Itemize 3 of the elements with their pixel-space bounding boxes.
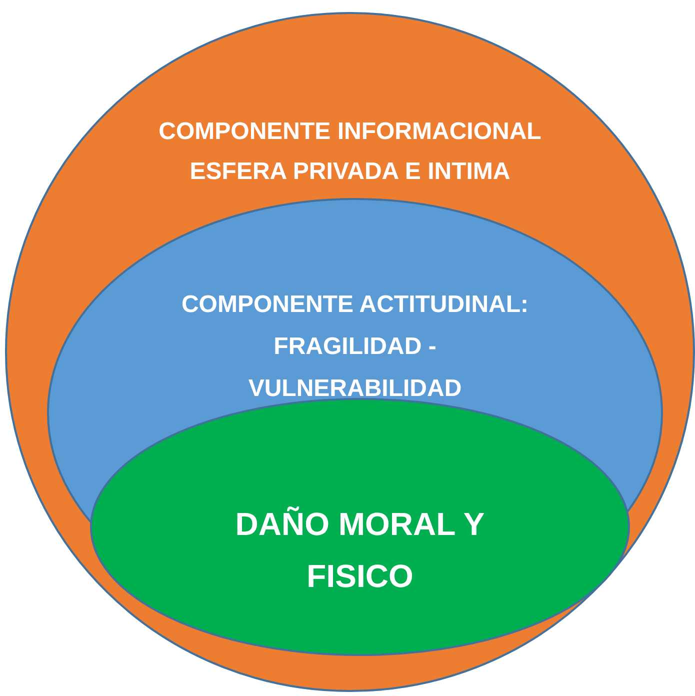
ellipse-label: COMPONENTE ACTITUDINAL: FRAGILIDAD - VULNERABILIDAD [180, 290, 530, 404]
ellipse-label: COMPONENTE INFORMACIONAL ESFERA PRIVADA E INTIMA [158, 117, 542, 187]
ellipse-label: DAÑO MORAL Y FISICO [234, 505, 486, 596]
